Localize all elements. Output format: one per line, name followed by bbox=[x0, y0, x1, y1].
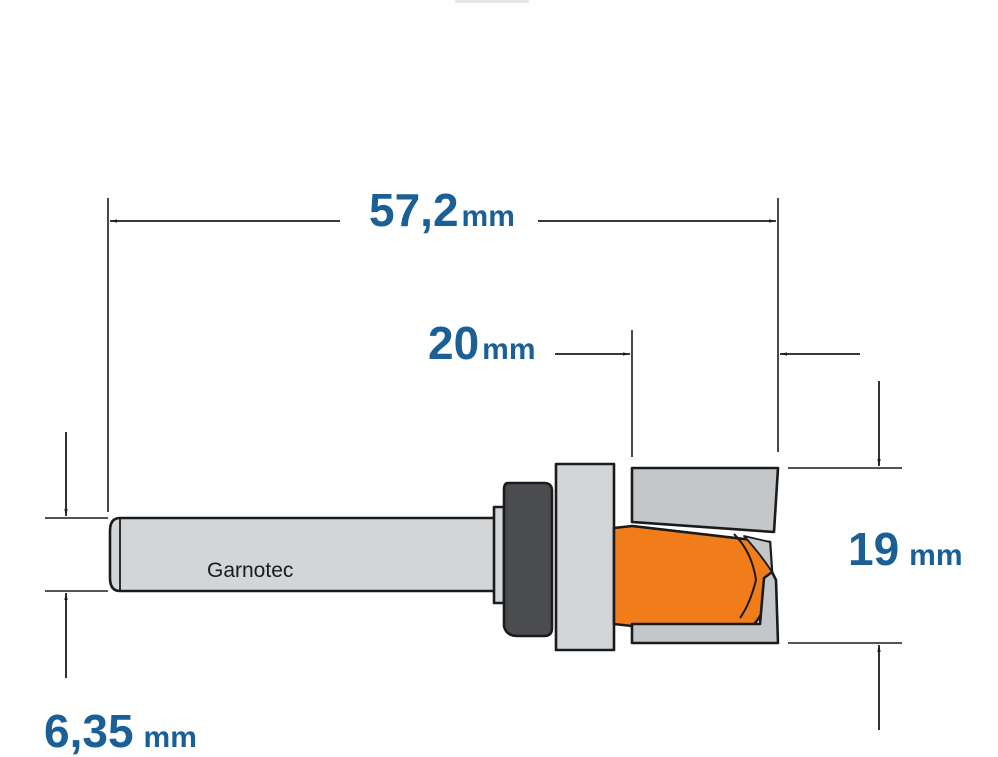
dim-shank-diameter-unit: mm bbox=[144, 721, 197, 754]
arbor-collar bbox=[554, 462, 616, 652]
dim-cutting-diameter: 19 mm bbox=[848, 523, 963, 575]
neck-ring bbox=[492, 505, 506, 605]
dimension-arrows bbox=[64, 219, 881, 730]
carbide-blade-top bbox=[630, 466, 780, 534]
flute-detail bbox=[733, 533, 757, 619]
dim-cutting-length-unit: mm bbox=[482, 333, 535, 366]
router-bit: Garnotec bbox=[108, 462, 780, 652]
brand-label: Garnotec bbox=[207, 559, 293, 582]
top-edge-tab bbox=[455, 0, 529, 3]
shank bbox=[108, 516, 500, 593]
dim-cutting-length-value: 20 bbox=[428, 317, 479, 369]
dim-shank-diameter-value: 6,35 bbox=[44, 705, 134, 757]
dim-overall-length-value: 57,2 bbox=[369, 184, 459, 236]
dim-cutting-diameter-value: 19 bbox=[848, 523, 899, 575]
bearing bbox=[502, 481, 554, 638]
dim-shank-diameter: 6,35 mm bbox=[44, 705, 197, 757]
carbide-blade-bottom bbox=[630, 570, 780, 645]
dim-cutting-diameter-unit: mm bbox=[909, 539, 962, 572]
flute-shade bbox=[743, 535, 773, 573]
extension-lines bbox=[45, 198, 902, 644]
dim-overall-length-unit: mm bbox=[462, 200, 515, 233]
